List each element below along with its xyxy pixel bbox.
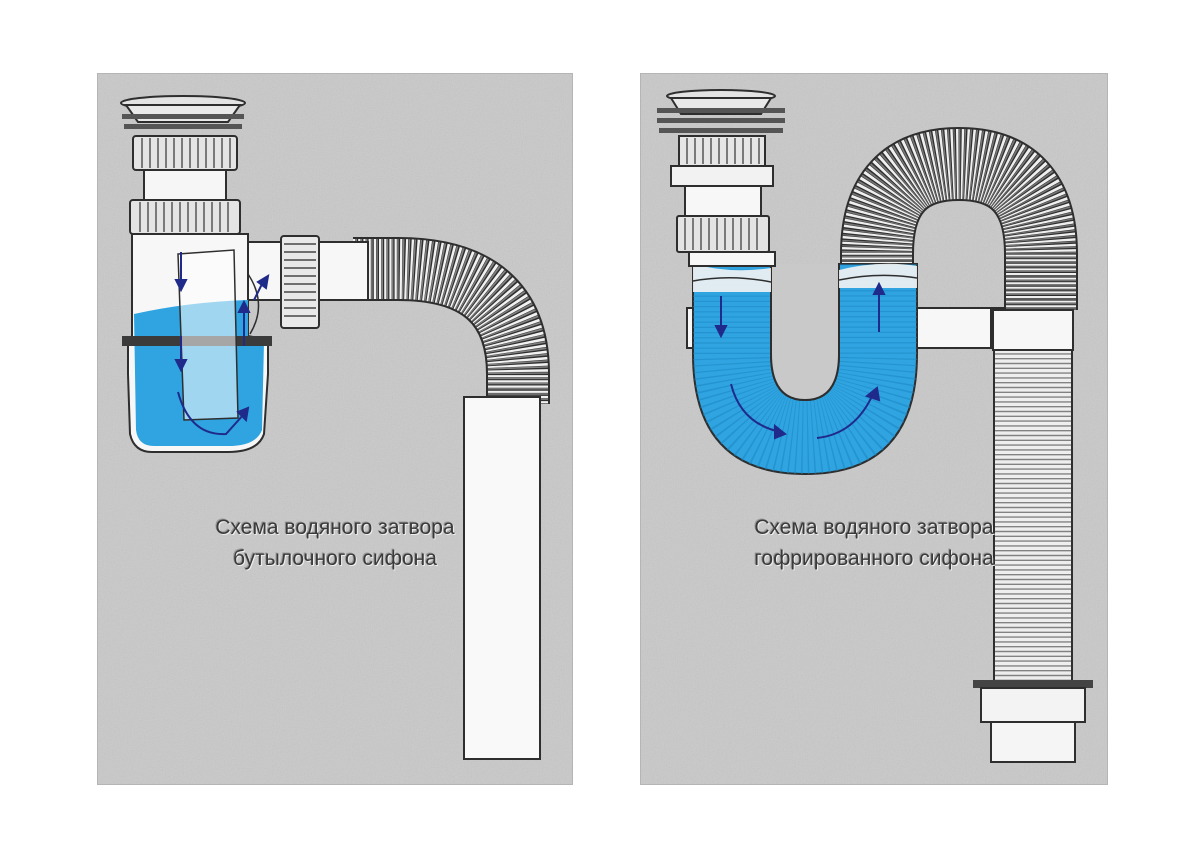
arrow-down-icon — [174, 359, 188, 373]
drain-coupling — [992, 309, 1074, 351]
inner-dip-tube — [177, 249, 239, 421]
inlet-pipe — [143, 169, 227, 201]
arrow-up-right-icon — [256, 274, 270, 290]
vertical-corrugated-drain — [993, 310, 1073, 686]
drain-strainer — [120, 95, 246, 129]
corrugated-siphon-panel: Схема водяного затвора гофрированного си… — [640, 73, 1108, 785]
drain-strainer — [657, 89, 785, 133]
flow-arrows — [714, 281, 886, 440]
flow-arrows — [174, 252, 270, 436]
inlet-flange — [670, 165, 774, 187]
upper-nut — [132, 135, 238, 171]
drain-outlet-fitting — [973, 680, 1093, 763]
caption-line-2: бутылочного сифона — [233, 547, 437, 570]
side-union-nut — [280, 235, 320, 329]
arrow-down-icon — [174, 279, 188, 293]
corrugated-siphon-caption: Схема водяного затвора гофрированного си… — [641, 512, 1107, 574]
arrow-up-icon — [237, 299, 251, 313]
caption-line-2: гофрированного сифона — [754, 547, 994, 570]
corrugated-hose — [353, 237, 550, 406]
bottle-siphon-illustration — [98, 74, 572, 784]
trap-collar — [688, 251, 776, 267]
corrugated-siphon-illustration — [641, 74, 1107, 784]
arrow-up-right-icon — [864, 386, 881, 402]
inlet-pipe — [684, 185, 762, 217]
siphon-bottle — [122, 233, 272, 453]
caption-line-1: Схема водяного затвора — [754, 516, 994, 539]
arrow-right-icon — [774, 423, 787, 440]
caption-line-1: Схема водяного затвора — [215, 516, 455, 539]
upper-nut — [678, 135, 766, 167]
arrow-down-icon — [714, 325, 728, 339]
lower-nut — [676, 215, 770, 253]
u-trap-corrugated — [692, 263, 918, 476]
upper-corrugated-arch — [840, 126, 1078, 310]
bottle-siphon-caption: Схема водяного затвора бутылочного сифон… — [98, 512, 572, 574]
arrow-up-icon — [236, 406, 250, 423]
outlet-pipe — [463, 396, 541, 760]
arrow-up-icon — [872, 281, 886, 295]
bottle-siphon-panel: Схема водяного затвора бутылочного сифон… — [97, 73, 573, 785]
lower-nut — [129, 199, 241, 235]
